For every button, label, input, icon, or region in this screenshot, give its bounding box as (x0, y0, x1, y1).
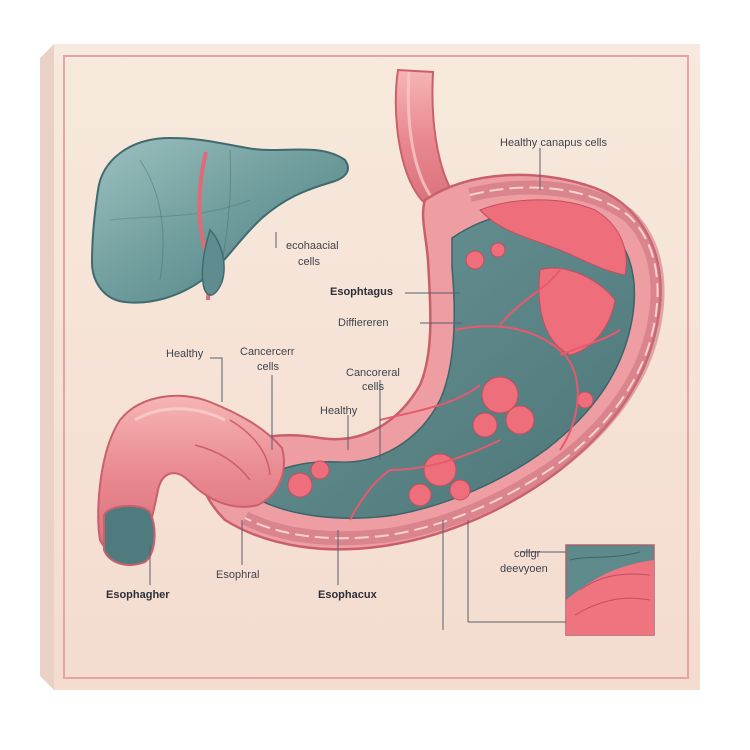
stomach (97, 68, 665, 566)
label-esophacux: Esophacux (318, 589, 377, 601)
label-esophagher: Esophagher (106, 589, 170, 601)
label-esophtagus: Esophtagus (330, 286, 393, 298)
label-esophral: Esophral (216, 569, 260, 581)
label-healthy-mid: Healthy (320, 405, 358, 417)
label-healthy-canapus-cells: Healthy canapus cells (500, 137, 608, 149)
cancer-tissue (287, 199, 627, 507)
leader-lines (149, 148, 566, 630)
label-cancoreral-cells: cells (362, 381, 385, 393)
vessels (349, 269, 621, 521)
label-cancercerr: Cancercerr (240, 346, 295, 358)
label-ecohaacial: ecohaacial (286, 240, 339, 252)
label-ecohaacial-cells: cells (298, 256, 321, 268)
label-diffiereren: Diffiereren (338, 317, 389, 329)
label-cancoreral: Cancoreral (346, 367, 400, 379)
label-cancercerr-cells: cells (257, 361, 280, 373)
label-collgr: collgr (514, 548, 541, 560)
liver (90, 136, 349, 304)
label-deevyoen: deevyoen (500, 563, 548, 575)
inset-magnification (565, 544, 655, 636)
label-healthy-left: Healthy (166, 348, 204, 360)
